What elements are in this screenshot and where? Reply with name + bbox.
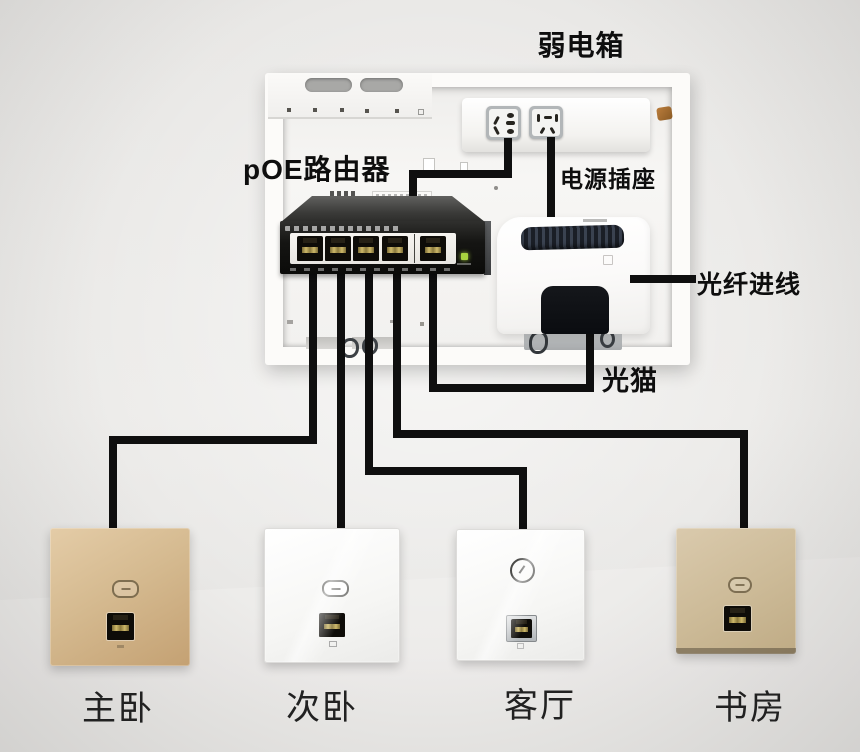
vent-grille (520, 224, 625, 251)
outlet-pin (507, 129, 514, 134)
wan-port-icon (420, 236, 446, 261)
ethernet-port-icon (319, 613, 345, 637)
cable-segment (409, 170, 417, 198)
ethernet-port-icon (297, 236, 323, 261)
screw-hole (287, 108, 291, 112)
outlet-pin (555, 114, 558, 122)
modem-logo-icon (603, 255, 613, 265)
outlet-pin (539, 126, 546, 135)
cable-segment (547, 137, 555, 232)
ethernet-port-icon (107, 613, 134, 640)
sticker-text-marks (330, 191, 356, 196)
screw-hole (418, 109, 424, 115)
wan-port-divider (414, 234, 415, 263)
wps-button-icon (510, 558, 535, 583)
wall-screw (287, 320, 293, 324)
router-side-face (484, 221, 491, 275)
copper-hinge-pin (656, 106, 673, 121)
cable-clip (529, 331, 548, 354)
power-socket-label: 电源插座 (560, 166, 656, 192)
outlet-pin (506, 121, 515, 125)
wall-ap-panel-study (676, 528, 796, 654)
enclosure-label: 弱电箱 (537, 30, 625, 61)
wifi-button-icon (112, 580, 139, 598)
outlet-face (532, 109, 560, 136)
outlet-pin (549, 126, 556, 135)
ethernet-port-icon (353, 236, 379, 261)
outlet-pin (544, 116, 552, 119)
modem-brand-marks (583, 219, 607, 222)
wall-ap-panel-living (456, 529, 585, 661)
router-top-face (281, 196, 485, 222)
outlet-pin (537, 114, 540, 122)
ethernet-port-icon (382, 236, 408, 261)
router-label: pOE路由器 (243, 154, 391, 185)
status-led-icon (461, 253, 468, 260)
router-brand-text (285, 226, 401, 231)
cable-segment (109, 436, 117, 529)
cable-segment (429, 268, 437, 392)
optical-modem (497, 217, 650, 334)
shelf-slot (305, 78, 352, 92)
wall-screw (494, 186, 498, 190)
port-label-mark (517, 643, 524, 649)
wifi-button-icon (728, 577, 752, 593)
cable-segment (393, 268, 401, 438)
modem-port-recess (541, 286, 609, 334)
outlet-pin (493, 115, 500, 126)
outlet-pin (507, 113, 514, 118)
room-label-living: 客厅 (504, 687, 576, 725)
modem-label: 光猫 (602, 366, 658, 396)
cable-segment (409, 170, 512, 178)
wifi-button-icon (322, 580, 349, 597)
cable-segment (309, 268, 317, 444)
screw-hole (313, 108, 317, 112)
cable-segment (504, 138, 512, 176)
poe-router (275, 190, 491, 282)
room-label-second: 次卧 (286, 689, 358, 727)
screw-hole (395, 109, 399, 113)
room-label-master: 主卧 (82, 690, 154, 728)
port-label-mark (329, 641, 337, 647)
cable-segment (586, 326, 594, 390)
led-label-marks (457, 263, 471, 265)
screw-hole (365, 109, 369, 113)
screw-hole (340, 108, 344, 112)
cable-segment (393, 430, 748, 438)
port-number-marks (290, 268, 456, 271)
panel-bottom-edge (676, 648, 796, 654)
cable-segment (519, 467, 527, 531)
cable-segment (365, 268, 373, 475)
ethernet-port-icon (724, 606, 751, 631)
room-label-study: 书房 (714, 689, 786, 727)
port-label-mark (117, 645, 124, 648)
sticker-text-marks (376, 194, 428, 197)
cable-segment (740, 430, 748, 529)
cable-segment (429, 384, 594, 392)
cable-segment (365, 467, 527, 475)
power-outlet-icon (486, 106, 521, 140)
ethernet-port-inner (511, 619, 532, 638)
outlet-pin (493, 125, 500, 136)
wall-ap-panel-second (264, 528, 400, 663)
ethernet-port-icon (325, 236, 351, 261)
fiber-inlet-label: 光纤进线 (697, 271, 802, 299)
cable-segment (337, 268, 345, 529)
ethernet-port-icon (506, 615, 537, 642)
shelf-slot (360, 78, 403, 92)
power-outlet-icon (529, 106, 563, 139)
fiber-inlet-line (630, 275, 696, 283)
wall-ap-panel-master (50, 528, 190, 666)
outlet-face (489, 109, 518, 137)
cable-segment (109, 436, 317, 444)
router-port-strip (290, 233, 456, 264)
wall-screw (420, 322, 424, 326)
